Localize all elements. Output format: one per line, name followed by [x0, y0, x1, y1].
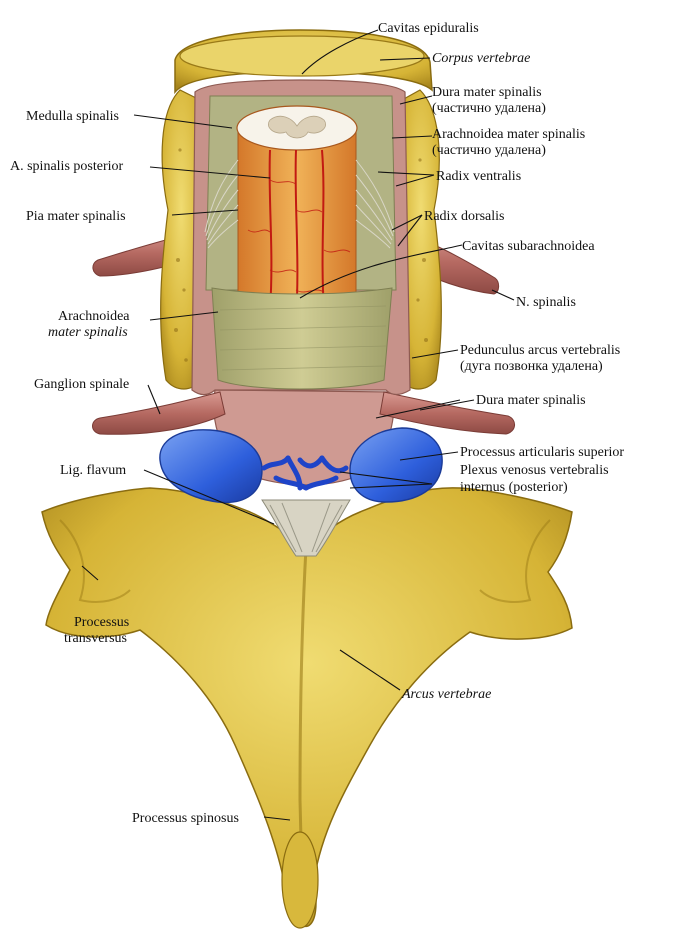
label-ganglion-spinale: Ganglion spinale	[34, 377, 129, 392]
label-processus-articularis: Processus articularis superior	[460, 445, 624, 460]
label-arcus-vertebrae: Arcus vertebrae	[401, 687, 491, 702]
label-pia-mater-spinalis: Pia mater spinalis	[26, 209, 126, 224]
label-radix-ventralis: Radix ventralis	[436, 169, 521, 184]
label-processus-transversus-1: Processus	[74, 615, 129, 630]
label-plexus-2: internus (posterior)	[460, 480, 568, 495]
lig-flavum-fibers	[269, 502, 343, 553]
lig-flavum-shape	[261, 499, 351, 557]
radix-fibers-right	[355, 159, 395, 249]
label-cavitas-epiduralis: Cavitas epiduralis	[378, 21, 479, 36]
label-n-spinalis: N. spinalis	[516, 295, 576, 310]
label-a-spinalis-posterior: A. spinalis posterior	[10, 159, 123, 174]
arachnoid-texture	[219, 305, 387, 371]
label-dura-partial: (частично удалена)	[432, 101, 546, 116]
processus-transversus-right-shade	[479, 519, 551, 603]
bone-pores	[174, 148, 428, 362]
label-medulla-spinalis: Medulla spinalis	[26, 109, 119, 124]
label-cavitas-subarachnoidea: Cavitas subarachnoidea	[462, 239, 595, 254]
processus-articularis-right	[349, 427, 443, 503]
ganglion-spinale-left	[92, 391, 226, 435]
cord-capillaries	[247, 179, 351, 293]
nerve-right-lower	[379, 391, 515, 435]
label-arachnoidea-left-2: mater spinalis	[48, 325, 128, 340]
label-corpus-vertebrae: Corpus vertebrae	[432, 51, 530, 66]
label-processus-transversus-2: transversus	[64, 631, 127, 646]
label-arachnoidea-right-partial: (частично удалена)	[432, 143, 546, 158]
leader-lines	[81, 29, 515, 821]
label-pedunculus-1: Pedunculus arcus vertebralis	[460, 343, 620, 358]
label-dura-mater-spinalis-top: Dura mater spinalis	[432, 85, 542, 100]
arachnoidea-lower	[211, 287, 393, 390]
arcus-vertebrae-shape	[41, 487, 573, 928]
label-dura-mater-spinalis-bottom: Dura mater spinalis	[476, 393, 586, 408]
label-plexus-1: Plexus venosus vertebralis	[460, 463, 609, 478]
label-arachnoidea-right: Arachnoidea mater spinalis	[432, 127, 585, 142]
processus-articularis-left	[159, 429, 263, 504]
corpus-vertebrae-top	[179, 35, 425, 77]
plexus-venosus	[261, 455, 349, 491]
processus-spinosus-tip	[281, 831, 319, 929]
grey-matter	[268, 115, 326, 139]
label-processus-spinosus: Processus spinosus	[132, 811, 239, 826]
label-lig-flavum: Lig. flavum	[60, 463, 126, 478]
label-arachnoidea-left-1: Arachnoidea	[58, 309, 130, 324]
label-pedunculus-2: (дуга позвонка удалена)	[460, 359, 603, 374]
processus-transversus-left-shade	[59, 519, 131, 603]
radix-fibers-left	[204, 159, 239, 249]
arcus-ridge	[298, 547, 308, 881]
label-radix-dorsalis: Radix dorsalis	[424, 209, 505, 224]
